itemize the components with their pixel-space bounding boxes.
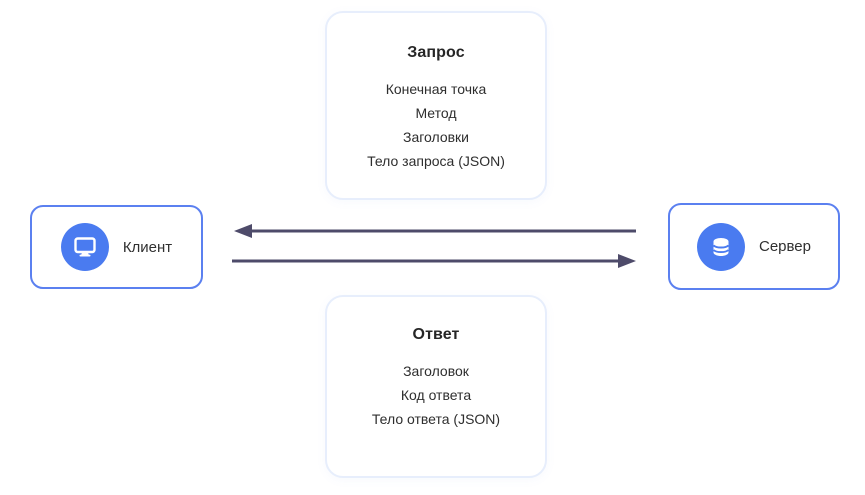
request-response-arrows <box>232 224 636 268</box>
request-item-endpoint: Конечная точка <box>385 81 487 97</box>
client-node: Клиент <box>30 205 203 289</box>
arrow-client-to-server <box>232 254 636 268</box>
server-node-label: Сервер <box>758 238 811 255</box>
response-item-header: Заголовок <box>403 363 469 379</box>
arrow-server-to-client <box>234 224 636 238</box>
request-item-headers: Заголовки <box>402 129 469 145</box>
database-icon <box>712 237 730 256</box>
client-icon-badge <box>60 223 109 271</box>
monitor-icon <box>74 237 96 257</box>
request-panel-items: Конечная точка Метод Заголовки Тело запр… <box>327 77 545 173</box>
response-panel-title: Ответ <box>412 326 460 343</box>
server-node: Сервер <box>668 203 840 290</box>
response-panel-items: Заголовок Код ответа Тело ответа (JSON) <box>327 359 545 431</box>
request-panel-title: Запрос <box>407 44 465 61</box>
request-panel: Запрос Конечная точка Метод Заголовки Те… <box>325 11 547 200</box>
request-item-body: Тело запроса (JSON) <box>367 153 505 169</box>
client-node-label: Клиент <box>122 238 173 256</box>
response-item-body: Тело ответа (JSON) <box>371 411 501 427</box>
response-item-code: Код ответа <box>400 387 472 403</box>
response-panel: Ответ Заголовок Код ответа Тело ответа (… <box>325 295 547 478</box>
server-icon-badge <box>696 222 745 271</box>
request-item-method: Метод <box>415 105 457 121</box>
